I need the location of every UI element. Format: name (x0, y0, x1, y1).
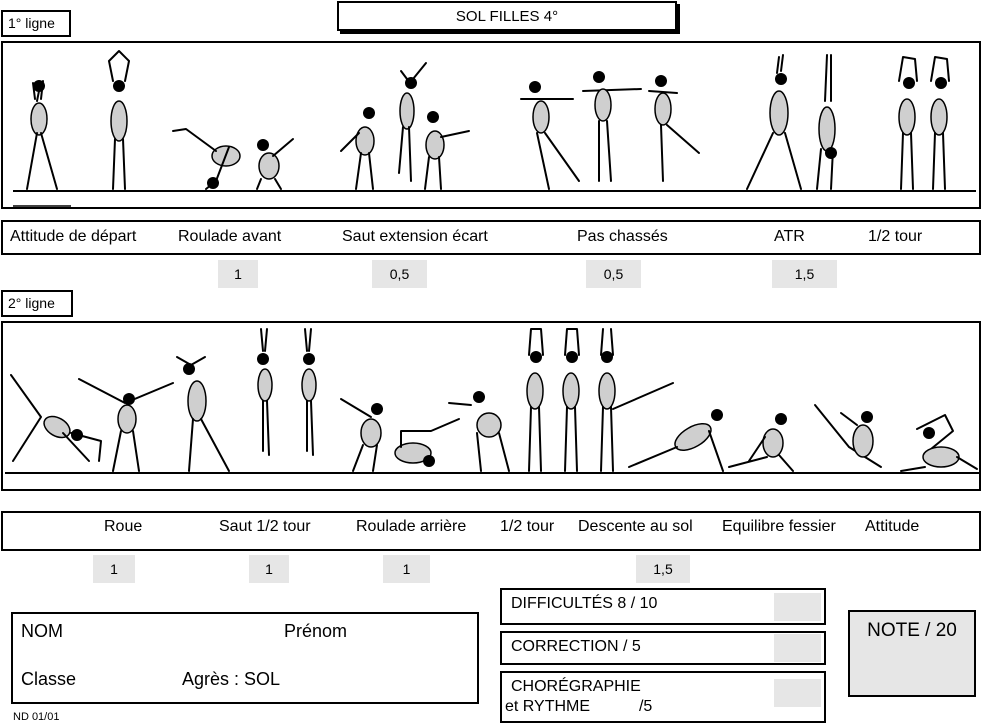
row2-heading-box: 2° ligne (1, 290, 73, 317)
gymnast-figure-icon (394, 418, 460, 467)
row1-labels-bar (1, 220, 981, 255)
page-title-box: SOL FILLES 4° (337, 1, 677, 31)
row1-label-demi-tour: 1/2 tour (868, 228, 923, 245)
row1-label-roulade-avant: Roulade avant (178, 228, 282, 245)
gymnast-figure-icon (814, 404, 882, 468)
row2-label-attitude: Attitude (865, 518, 920, 535)
gymnast-figure-icon (900, 414, 978, 472)
gymnast-figure-icon (746, 54, 802, 190)
gymnast-figure-icon (448, 391, 510, 472)
gymnast-figure-icon (816, 54, 837, 190)
gymnast-figure-icon (582, 71, 642, 182)
choregraphie-box (500, 671, 826, 723)
gymnast-figure-icon (301, 328, 317, 456)
gymnast-figure-icon (257, 328, 273, 456)
rythme-label: et RYTHME /5 (505, 698, 653, 715)
gymnast-figure-icon (612, 382, 724, 472)
row1-label-attitude-depart: Attitude de départ (10, 228, 137, 245)
row1-points-roulade-avant: 1 (218, 260, 258, 288)
row2-points-descente-au-sol: 1,5 (636, 555, 690, 583)
row2-heading: 2° ligne (8, 295, 55, 311)
gymnast-figure-icon (398, 62, 427, 182)
gymnast-figure-icon (424, 111, 470, 190)
row1-points-saut-extension: 0,5 (372, 260, 427, 288)
correction-score-field[interactable] (774, 634, 821, 662)
row2-points-roue: 1 (93, 555, 135, 583)
gymnast-figure-icon (108, 50, 130, 190)
difficultes-label: DIFFICULTÉS 8 / 10 (511, 595, 658, 612)
row2-label-roulade-arriere: Roulade arrière (356, 518, 467, 535)
form-code: ND 01/01 (13, 711, 60, 723)
row1-label-pas-chasses: Pas chassés (577, 228, 668, 245)
gymnast-figure-icon (176, 356, 230, 472)
row1-illustration (13, 50, 976, 207)
gymnast-figure-icon (172, 128, 241, 190)
row2-label-descente-au-sol: Descente au sol (578, 518, 693, 535)
row2-label-roue: Roue (104, 518, 143, 535)
gymnast-figure-icon (562, 328, 580, 472)
row1-label-atr: ATR (774, 228, 805, 245)
gymnast-figure-icon (648, 75, 700, 182)
row1-label-saut-extension: Saut extension écart (342, 228, 488, 245)
row2-points-roulade-arriere: 1 (383, 555, 430, 583)
gymnast-figure-icon (340, 398, 383, 472)
row1-points-pas-chasses: 0,5 (586, 260, 641, 288)
row2-label-demi-tour: 1/2 tour (500, 518, 555, 535)
nom-field-label[interactable]: NOM (21, 621, 63, 641)
gymnast-figure-icon (10, 374, 102, 462)
classe-field-label[interactable]: Classe (21, 669, 77, 689)
gymnast-figure-icon (26, 80, 58, 190)
note-label: NOTE / 20 (867, 620, 957, 641)
gymnast-figure-icon (930, 56, 950, 190)
row2-points-saut-demi-tour: 1 (249, 555, 289, 583)
row2-illustration-panel (1, 321, 981, 491)
page-title: SOL FILLES 4° (455, 8, 559, 25)
choregraphie-label: CHORÉGRAPHIE (511, 678, 641, 695)
agres-field-label: Agrès : SOL (182, 669, 281, 689)
difficultes-box (500, 588, 826, 625)
gymnast-figure-icon (520, 81, 580, 190)
correction-box (500, 631, 826, 665)
gymnast-figure-icon (728, 413, 794, 472)
gymnast-figure-icon (256, 138, 294, 190)
row2-labels-bar (1, 511, 981, 551)
row1-heading-box: 1° ligne (1, 10, 71, 37)
gymnast-figure-icon (340, 107, 375, 190)
row2-illustration (5, 328, 979, 474)
row2-label-equilibre-fessier: Equilibre fessier (722, 518, 836, 535)
choregraphie-score-field[interactable] (774, 679, 821, 707)
row1-heading: 1° ligne (8, 15, 55, 31)
gymnast-figure-icon (526, 328, 544, 472)
gymnast-figure-icon (598, 328, 616, 472)
correction-label: CORRECTION / 5 (511, 638, 641, 655)
note-box[interactable]: NOTE / 20 (848, 610, 976, 697)
gymnast-figure-icon (78, 378, 174, 472)
gymnast-figure-icon (898, 56, 918, 190)
prenom-field-label[interactable]: Prénom (284, 621, 348, 641)
difficultes-score-field[interactable] (774, 593, 821, 621)
row2-label-saut-demi-tour: Saut 1/2 tour (219, 518, 311, 535)
identity-box (11, 612, 479, 704)
row1-points-atr: 1,5 (772, 260, 837, 288)
